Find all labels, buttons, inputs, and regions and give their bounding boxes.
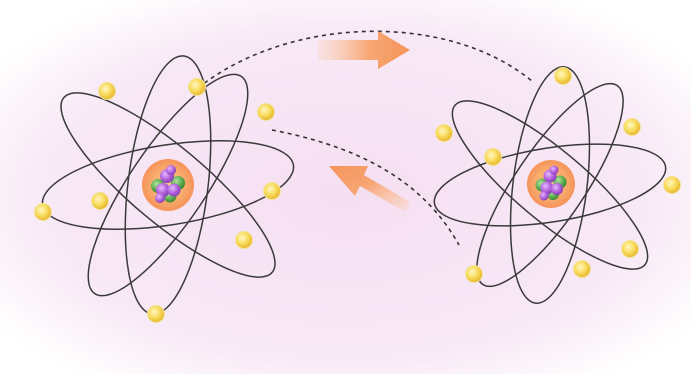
- right-atom-orbits: [433, 66, 667, 304]
- left-electrons: [34, 78, 281, 323]
- left-nucleus: [142, 159, 194, 211]
- electron: [435, 124, 453, 142]
- electron: [98, 82, 116, 100]
- electron: [573, 260, 591, 278]
- electron: [91, 192, 109, 210]
- left-atom: [34, 55, 295, 323]
- electron: [147, 305, 165, 323]
- electron: [623, 118, 641, 136]
- connector-middle: [271, 129, 460, 246]
- orbit: [476, 82, 624, 288]
- electron: [663, 176, 681, 194]
- arrow-up-left: [329, 166, 410, 212]
- electron: [263, 182, 281, 200]
- right-electrons: [435, 67, 681, 283]
- electron: [34, 203, 52, 221]
- orbit: [509, 66, 591, 304]
- electron: [484, 148, 502, 166]
- proton: [167, 183, 181, 197]
- electron: [188, 78, 206, 96]
- electron: [257, 103, 275, 121]
- proton: [540, 181, 554, 195]
- proton: [549, 165, 559, 175]
- electron: [621, 240, 639, 258]
- proton: [539, 191, 549, 201]
- electron: [235, 231, 253, 249]
- right-nucleus: [527, 160, 575, 208]
- electron: [554, 67, 572, 85]
- arrow-right: [318, 31, 410, 69]
- right-atom: [433, 66, 681, 304]
- orbit: [60, 92, 276, 278]
- orbit: [87, 73, 249, 297]
- orbit: [451, 100, 649, 270]
- connector-top: [197, 30, 534, 89]
- proton: [551, 183, 563, 195]
- electron: [465, 265, 483, 283]
- orbit: [433, 143, 667, 227]
- proton: [155, 193, 165, 203]
- proton: [166, 165, 176, 175]
